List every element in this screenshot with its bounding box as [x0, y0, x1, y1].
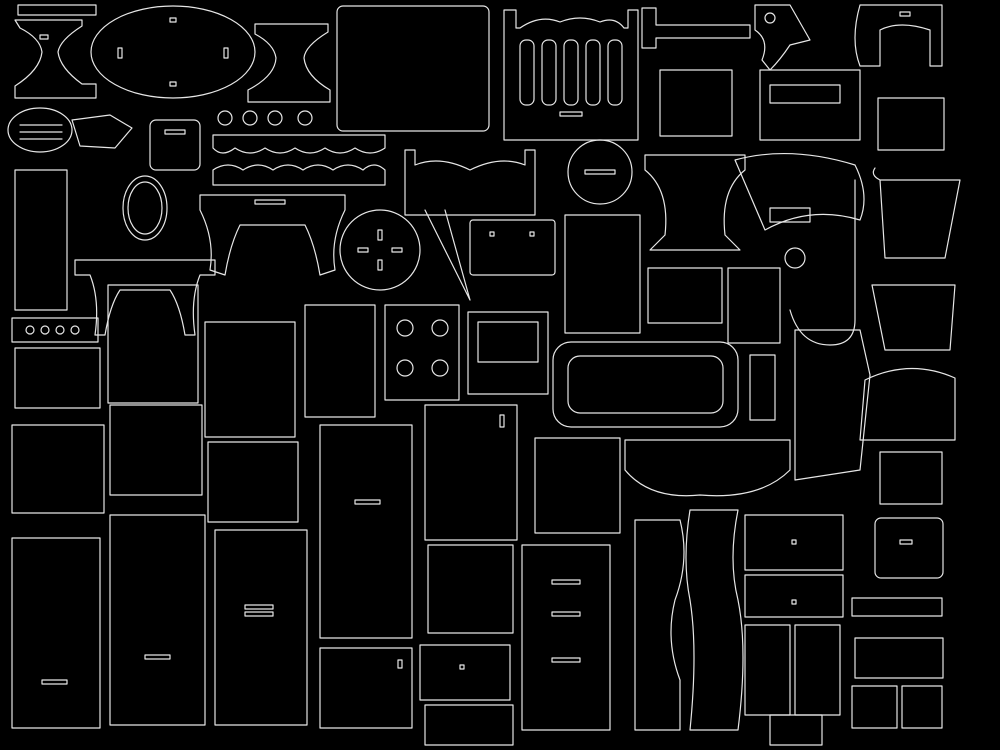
crib-headboard: [503, 9, 639, 141]
dresser-side-a: [109, 404, 203, 496]
bookcase-side-1: [11, 537, 101, 729]
dresser-front-tall: [521, 544, 611, 731]
cabinet-panel-small-3: [727, 267, 781, 344]
rocking-bench-side: [794, 329, 871, 481]
tall-side-panel-left: [14, 169, 68, 311]
fridge-panel-tall: [319, 424, 413, 639]
cabinet-panel-bottom-3: [424, 704, 514, 746]
small-block-bottom: [769, 714, 823, 746]
mirror-oval: [122, 175, 168, 241]
drawer-box-c: [744, 574, 844, 618]
chair-leg-cross-right: [247, 23, 331, 103]
cabinet-door-small-2: [794, 624, 841, 716]
oven-panel: [467, 311, 549, 395]
bed-side-rail: [624, 439, 791, 497]
drawer-front-right-2: [879, 451, 943, 505]
oval-tabletop: [90, 5, 256, 99]
drawer-front-right-3: [854, 637, 944, 679]
wardrobe-door-l2: [204, 321, 296, 438]
wardrobe-door-l3: [304, 304, 376, 418]
hairbrush-part: [7, 107, 133, 153]
cup-shape-right-2: [871, 284, 956, 351]
bed-headboard-small: [319, 647, 413, 729]
arch-bracket-top-right: [854, 4, 943, 67]
cabinet-panel-small-1: [659, 69, 733, 137]
handle-hook-tall: [784, 179, 856, 346]
vanity-table-left: [74, 259, 216, 336]
sink-cabinet-front: [534, 437, 621, 534]
top-bar-strip: [17, 4, 97, 16]
wavy-column-2: [685, 509, 744, 731]
ornate-corner-piece: [754, 4, 811, 71]
wardrobe-back-panel: [336, 5, 490, 132]
bathtub-outline: [552, 341, 739, 428]
cabinet-door-tall-1: [564, 214, 641, 334]
drawer-front-right-4: [851, 685, 898, 729]
square-panel-right: [874, 517, 944, 579]
drawer-panel-left-1: [14, 347, 101, 409]
cabinet-panel-bottom-2: [419, 644, 511, 701]
cabinet-panel-bottom-1: [427, 544, 514, 634]
cabinet-door-small-1: [744, 624, 791, 716]
vanity-table-center: [199, 194, 346, 276]
arch-panel-right: [859, 367, 956, 441]
bookcase-side-2: [109, 514, 206, 726]
cup-shape-right-1: [872, 167, 961, 259]
wardrobe-door-l1: [107, 284, 199, 404]
wavy-column-1: [634, 519, 685, 731]
fridge-door: [424, 404, 518, 541]
round-tabletop: [339, 209, 421, 291]
drawer-front-right-1: [877, 97, 945, 151]
bookcase-side-3: [214, 529, 308, 726]
crib-footboard: [404, 149, 536, 301]
wavy-rail-upper: [212, 134, 386, 154]
cabinet-panel-small-2: [647, 267, 723, 324]
dresser-side-b: [207, 441, 299, 523]
stove-top-panel: [384, 304, 460, 401]
drawer-front-right-5: [901, 685, 943, 729]
phone-receiver-part: [749, 354, 776, 421]
drawer-box-b: [744, 514, 844, 571]
drawer-box-a: [469, 219, 556, 276]
crank-handle-part: [641, 7, 751, 49]
bench-leg-front: [644, 154, 746, 251]
bench-back-b: [734, 152, 865, 231]
stool-seat: [149, 119, 201, 171]
round-tray: [567, 139, 633, 205]
drawer-panel-left-2: [11, 424, 105, 514]
bench-back-a: [759, 69, 861, 141]
candle-holder-bar: [11, 317, 99, 343]
chair-leg-cross-left: [14, 19, 97, 99]
hook-row: [217, 110, 313, 126]
wavy-rail-lower: [212, 164, 386, 186]
bar-panel-right: [851, 597, 943, 617]
